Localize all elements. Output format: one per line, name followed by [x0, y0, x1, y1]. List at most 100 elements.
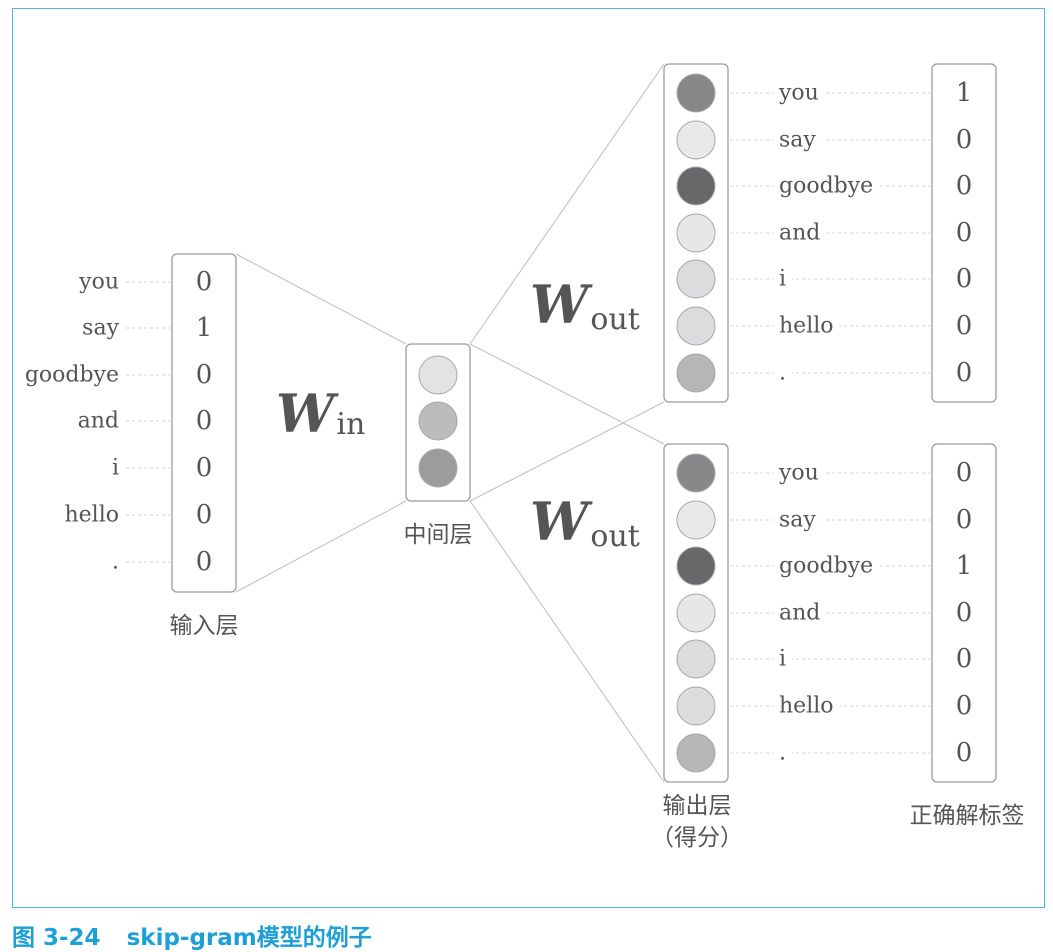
output-word-mask: [773, 312, 840, 340]
input-layer-box: [171, 253, 237, 593]
output-word-label: .: [779, 361, 786, 386]
hidden-neuron: [418, 355, 458, 395]
answer-label-box: [931, 443, 997, 783]
output-neuron: [676, 353, 716, 393]
output-word-mask: [773, 126, 823, 154]
w-in-symbol: Win: [276, 384, 365, 445]
caption-number: 图 3-24: [12, 925, 101, 951]
output-word-label: and: [779, 601, 820, 626]
output-layer-sublabel: （得分）: [651, 825, 743, 851]
neurons: [418, 73, 716, 773]
connector-lines: [126, 63, 930, 783]
output-word-mask: [773, 172, 880, 200]
output-word-label: and: [779, 221, 820, 246]
output-neuron: [676, 306, 716, 346]
answer-value: 1: [956, 551, 973, 581]
w-out-symbol: Wout: [530, 275, 640, 337]
input-value: 0: [196, 500, 213, 530]
input-value: 0: [196, 360, 213, 390]
answer-value: 0: [956, 264, 973, 294]
output-neuron: [676, 73, 716, 113]
output-word-label: hello: [779, 694, 834, 719]
output-word-mask: [773, 265, 793, 293]
answer-label-box: [931, 63, 997, 403]
output-neuron: [676, 686, 716, 726]
input-value: 0: [196, 547, 213, 577]
output-word-mask: [773, 599, 827, 627]
output-neuron: [676, 120, 716, 160]
answer-value: 0: [956, 125, 973, 155]
input-word-label: you: [78, 270, 119, 295]
input-word-label: .: [112, 550, 119, 575]
answer-value: 0: [956, 171, 973, 201]
output-word-label: hello: [779, 314, 834, 339]
w-out-subscript: out: [590, 302, 639, 337]
output-word-mask: [773, 692, 840, 720]
wout2-connector-bottom: [469, 500, 665, 783]
text-labels: you 0 say 1 goodbye 0 and 0 i 0 hello 0. 0 输入层 Win 中间层 y…: [25, 78, 1025, 851]
w-in-subscript: in: [336, 407, 365, 442]
figure-caption: 图 3-24 skip-gram模型的例子: [12, 918, 372, 952]
wout1-connector-bottom: [469, 401, 665, 502]
output-neuron: [676, 213, 716, 253]
output-word-label: i: [779, 267, 786, 292]
output-word-mask: [773, 645, 793, 673]
output-neuron: [676, 546, 716, 586]
w-out-subscript: out: [590, 519, 639, 554]
output-word-mask: [773, 359, 792, 387]
win-connector-bottom: [235, 500, 407, 593]
input-value: 1: [196, 313, 213, 343]
input-word-label: hello: [64, 503, 119, 528]
input-word-label: i: [112, 456, 119, 481]
output-word-mask: [773, 739, 792, 767]
hidden-neuron: [418, 448, 458, 488]
output-word-label: you: [778, 81, 819, 106]
input-word-label: goodbye: [25, 363, 119, 388]
output-word-mask: [773, 459, 826, 487]
output-word-mask: [773, 79, 826, 107]
output-neuron: [676, 639, 716, 679]
output-word-label: goodbye: [779, 174, 873, 199]
output-word-mask: [773, 219, 827, 247]
hidden-layer-label: 中间层: [404, 522, 473, 548]
caption-text: skip-gram模型的例子: [126, 925, 372, 951]
w-out-symbol: Wout: [530, 492, 640, 554]
answer-label: 正确解标签: [910, 803, 1025, 829]
output-neuron: [676, 500, 716, 540]
answer-value: 0: [956, 311, 973, 341]
input-value: 0: [196, 267, 213, 297]
answer-value: 0: [956, 218, 973, 248]
output-word-mask: [773, 506, 823, 534]
answer-value: 0: [956, 358, 973, 388]
input-value: 0: [196, 406, 213, 436]
output-neuron: [676, 453, 716, 493]
output-word-label: .: [779, 741, 786, 766]
figure-frame: [12, 8, 1045, 908]
answer-value: 0: [956, 505, 973, 535]
output-word-label: say: [779, 128, 816, 153]
input-word-label: say: [82, 316, 119, 341]
wout1-connector-top: [469, 63, 665, 345]
output-word-label: goodbye: [779, 554, 873, 579]
input-value: 0: [196, 453, 213, 483]
answer-value: 0: [956, 738, 973, 768]
output-word-label: i: [779, 647, 786, 672]
answer-value: 0: [956, 644, 973, 674]
output-layer-label: 输出层: [663, 793, 732, 819]
answer-value: 0: [956, 458, 973, 488]
answer-value: 0: [956, 598, 973, 628]
output-word-mask: [773, 552, 880, 580]
answer-value: 1: [956, 78, 973, 108]
win-connector-top: [235, 253, 407, 345]
output-neuron: [676, 166, 716, 206]
output-word-label: say: [779, 508, 816, 533]
input-layer-label: 输入层: [170, 613, 239, 639]
wout2-connector-top: [469, 343, 665, 445]
output-neuron: [676, 259, 716, 299]
hidden-neuron: [418, 401, 458, 441]
answer-value: 0: [956, 691, 973, 721]
output-word-label: you: [778, 461, 819, 486]
output-neuron: [676, 593, 716, 633]
output-neuron: [676, 733, 716, 773]
